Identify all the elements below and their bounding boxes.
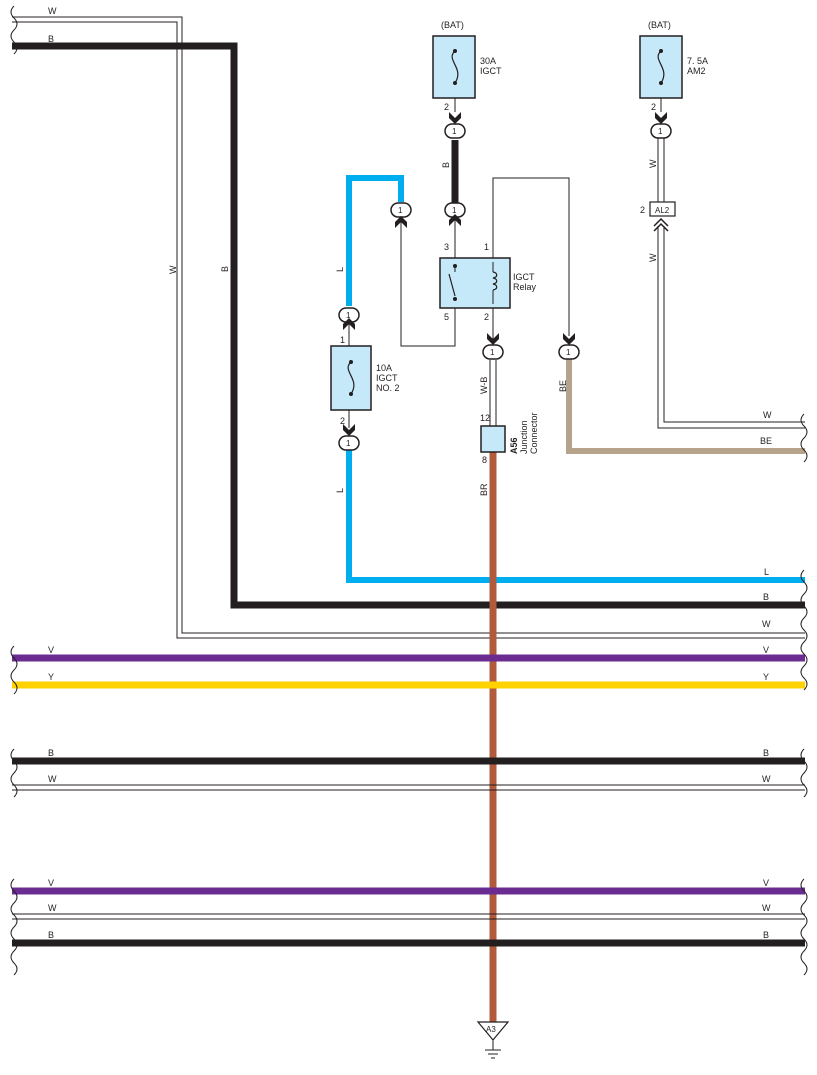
pill-label: 1 xyxy=(398,206,403,215)
label-w-am2-upper: W xyxy=(648,159,658,168)
fuse-igct-source: (BAT) xyxy=(441,20,464,30)
label-w-b: W-B xyxy=(479,377,489,394)
label-l-lower: L xyxy=(335,488,345,493)
relay-pin2: 2 xyxy=(484,312,489,322)
label-w-right-2: W xyxy=(762,619,771,629)
wire-relay-pin1 xyxy=(492,177,570,336)
label-be-vert: BE xyxy=(558,380,568,392)
label-w-am2-lower: W xyxy=(648,253,658,262)
label-br: BR xyxy=(479,483,489,496)
pill-label: 1 xyxy=(346,311,351,320)
junction-name2: Connector xyxy=(529,412,539,454)
label-b-top: B xyxy=(48,34,54,44)
fuse-igct2-name: IGCT xyxy=(376,373,398,383)
label-v-left-2: V xyxy=(48,878,54,888)
pill-label: 1 xyxy=(566,348,571,357)
connector-pills xyxy=(338,123,672,451)
label-b-right-3: B xyxy=(763,930,769,940)
label-b-vert: B xyxy=(220,266,230,272)
al2-pin: 2 xyxy=(640,205,645,215)
fuse-igct-pin: 2 xyxy=(444,102,449,112)
label-b-right-1: B xyxy=(763,592,769,602)
relay-pin3: 3 xyxy=(444,242,449,252)
fuse-igct2-rating: 10A xyxy=(376,363,392,373)
wire-w-trunk xyxy=(12,16,805,639)
igct-relay xyxy=(439,257,511,309)
label-v-right-2: V xyxy=(763,878,769,888)
wire-l-loop xyxy=(346,175,404,306)
label-b-left-3: B xyxy=(48,930,54,940)
label-l-right: L xyxy=(764,567,769,577)
wire-l-bottom xyxy=(346,450,805,583)
fuse-igct2-pin-out: 2 xyxy=(340,416,345,426)
ground-code: A3 xyxy=(486,1025,496,1034)
relay-name: IGCT xyxy=(513,272,535,282)
wire-b-trunk xyxy=(12,42,805,609)
pill-label: 1 xyxy=(346,439,351,448)
label-w-vert: W xyxy=(168,265,178,274)
junction-name: Junction xyxy=(519,420,529,454)
label-w-right-3: W xyxy=(762,774,771,784)
label-w-left-2: W xyxy=(48,774,57,784)
pill-label: 1 xyxy=(490,348,495,357)
label-b-right-2: B xyxy=(763,748,769,758)
label-v-right-1: V xyxy=(763,645,769,655)
label-be-right: BE xyxy=(760,436,772,446)
pill-label: 1 xyxy=(452,127,457,136)
al2-code: AL2 xyxy=(655,206,670,215)
fuse-am2-source: (BAT) xyxy=(648,20,671,30)
wire-w-am2 xyxy=(657,137,805,429)
wire-w-3 xyxy=(12,913,805,920)
wire-relay-pin5 xyxy=(400,222,456,347)
junction-pin-out: 8 xyxy=(482,455,487,465)
pill-label: 1 xyxy=(658,127,663,136)
wire-be xyxy=(566,358,805,454)
label-w-right-4: W xyxy=(762,903,771,913)
label-l-upper: L xyxy=(335,267,345,272)
junction-code: A56 xyxy=(509,437,519,454)
fuse-igct-name: IGCT xyxy=(480,66,502,76)
pill-label: 1 xyxy=(452,206,457,215)
relay-name2: Relay xyxy=(513,282,537,292)
label-v-left-1: V xyxy=(48,645,54,655)
ground-a3 xyxy=(476,1021,510,1059)
fuse-igct2-pin-in: 1 xyxy=(340,335,345,345)
connector-arrows xyxy=(343,112,667,436)
label-y-right: Y xyxy=(763,672,769,682)
label-b-igct: B xyxy=(441,162,451,168)
fuse-am2-name: AM2 xyxy=(687,66,706,76)
junction-connector-a56 xyxy=(480,425,506,453)
label-w-right-1: W xyxy=(763,410,772,420)
junction-pin-in: 12 xyxy=(480,413,490,423)
fuse-igct2-name2: NO. 2 xyxy=(376,383,400,393)
fuse-am2-7-5a xyxy=(639,35,683,112)
label-w-left-3: W xyxy=(48,903,57,913)
connector-al2 xyxy=(649,201,676,232)
wire-w-b xyxy=(489,360,497,426)
break-marks-left xyxy=(10,5,18,976)
fuse-am2-pin: 2 xyxy=(651,102,656,112)
label-y-left: Y xyxy=(48,672,54,682)
fuse-igct-rating: 30A xyxy=(480,56,496,66)
wire-w-2 xyxy=(12,784,805,791)
fuse-am2-rating: 7. 5A xyxy=(687,56,708,66)
label-w-top: W xyxy=(48,6,57,16)
label-b-left-2: B xyxy=(48,748,54,758)
fuse-igct-30a xyxy=(432,35,476,112)
relay-pin1: 1 xyxy=(484,242,489,252)
fuse-igct-no2-10a xyxy=(330,322,372,428)
relay-pin5: 5 xyxy=(444,312,449,322)
